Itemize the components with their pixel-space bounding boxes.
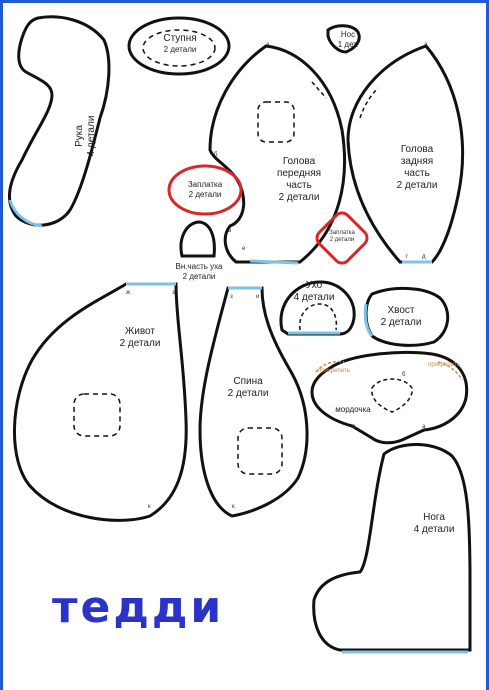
muzzle-mark-left-label: прикрепить (318, 368, 350, 374)
belly-piece (13, 282, 188, 522)
sole-dashed (142, 29, 216, 67)
head-front-line3: часть (286, 180, 312, 191)
back-count: 2 детали (227, 388, 269, 399)
patch-1-label: Заплатка 2 детали (176, 180, 234, 200)
ear-dashed (299, 303, 338, 331)
belly-label: Живот 2 детали (110, 326, 170, 350)
ear-piece (279, 280, 356, 336)
arm-name: Рука (74, 125, 85, 147)
head-front-line2: передняя (276, 168, 322, 179)
leg-piece (312, 442, 472, 652)
page-title: тедди (52, 582, 225, 633)
mark-d-head-back: д (422, 254, 426, 260)
belly-dashed (73, 393, 121, 437)
head-front-seam (249, 259, 299, 265)
nose-count: 1 дет. (337, 40, 359, 49)
nose-piece (326, 24, 361, 54)
patch-2-piece (315, 211, 369, 265)
sole-label: Ступня 2 детали (150, 33, 210, 55)
inner-ear-name: Вн.часть уха (175, 262, 223, 271)
head-back-name: Голова (400, 144, 434, 155)
head-back-label: Голова задняя часть 2 детали (386, 144, 448, 192)
muzzle-mark-left (315, 360, 345, 373)
nose-name: Нос (340, 30, 356, 39)
muzzle-mark-right (437, 361, 463, 381)
patch-2-label: Заплатка 2 детали (318, 230, 366, 244)
arm-count: 4 детали (86, 115, 97, 157)
mark-e-head: е (242, 246, 246, 252)
mark-a-muzzle-right: а (422, 424, 426, 430)
muzzle-label: мордочка (335, 405, 371, 414)
tail-count: 2 детали (380, 317, 422, 328)
sole-piece (127, 16, 231, 76)
back-name: Спина (233, 376, 263, 387)
mark-v-head: в (228, 228, 232, 234)
muzzle-mark-right-label: прикрепить (428, 362, 460, 368)
ear-count: 4 детали (293, 292, 335, 303)
patch-1-name: Заплатка (187, 180, 223, 189)
inner-ear-piece (179, 220, 216, 258)
arm-label: Рука 4 детали (74, 106, 98, 166)
patch-2-count: 2 детали (329, 237, 355, 243)
leg-name: Нога (423, 512, 445, 523)
muzzle-nose-dashed (371, 378, 413, 413)
mark-a-muzzle-left: а (352, 424, 356, 430)
ear-label: Ухо 4 детали (288, 280, 340, 304)
tail-name: Хвост (387, 305, 415, 316)
mark-i-back: и (256, 294, 260, 300)
belly-name: Живот (125, 326, 155, 337)
arm-seam (8, 199, 43, 228)
head-front-name: Голова (282, 156, 316, 167)
nose-label: Нос 1 дет. (332, 30, 364, 50)
head-front-dashed (257, 101, 295, 143)
inner-ear-count: 2 детали (182, 272, 216, 281)
head-back-line2: задняя (400, 156, 434, 167)
belly-count: 2 детали (119, 338, 161, 349)
head-front-piece (208, 44, 347, 264)
mark-b-head: б (214, 152, 218, 158)
sole-count: 2 детали (163, 45, 197, 54)
head-back-dart (359, 87, 379, 119)
ear-name: Ухо (305, 280, 323, 291)
mark-b-muzzle: б (402, 372, 406, 378)
back-piece (198, 286, 309, 518)
patch-1-count: 2 детали (188, 190, 222, 199)
leg-count: 4 детали (413, 524, 455, 535)
inner-ear-label: Вн.часть уха 2 детали (164, 262, 234, 282)
mark-k-belly: к (148, 504, 151, 510)
sole-name: Ступня (163, 33, 197, 44)
mark-z-back: з (230, 294, 233, 300)
mark-zh-belly: ж (126, 290, 131, 296)
head-back-count: 2 детали (396, 180, 438, 191)
head-back-piece (346, 44, 465, 264)
head-front-label: Голова передняя часть 2 детали (268, 156, 330, 204)
mark-a-head-front: а (266, 42, 270, 48)
patch-2-name: Заплатка (329, 230, 355, 236)
mark-z-belly: з (172, 290, 175, 296)
tail-label: Хвост 2 детали (372, 305, 430, 329)
back-dashed (237, 427, 283, 475)
head-front-dart (311, 81, 327, 99)
mark-a-head-back: а (424, 42, 428, 48)
muzzle-piece (310, 351, 469, 445)
patch-1-piece (167, 164, 243, 216)
leg-label: Нога 4 детали (404, 512, 464, 536)
mark-g-head-back: г (406, 254, 409, 260)
tail-seam (363, 303, 374, 338)
mark-k-back: к (232, 504, 235, 510)
head-front-count: 2 детали (278, 192, 320, 203)
back-label: Спина 2 детали (218, 376, 278, 400)
head-back-line3: часть (404, 168, 430, 179)
